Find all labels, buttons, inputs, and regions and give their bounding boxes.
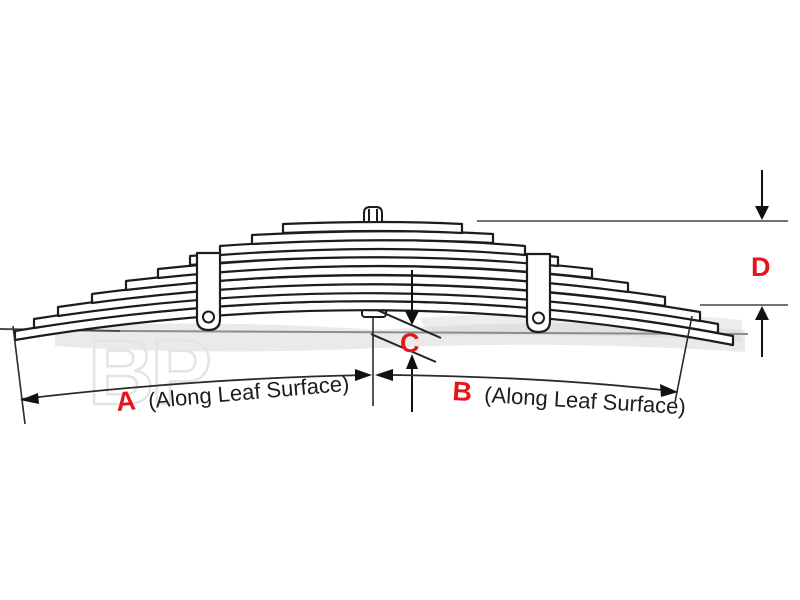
a-left-arrowhead (20, 393, 39, 404)
c-down-arrowhead (405, 311, 419, 325)
ground-line (119, 330, 749, 335)
b-letter: B (452, 376, 473, 407)
b-dimension-line (391, 374, 663, 391)
clip-rivet (532, 311, 545, 325)
shadow-blob (55, 323, 745, 352)
leaf-blade (281, 220, 464, 235)
d-up-arrowhead (755, 306, 769, 320)
a-right-arrowhead (355, 369, 372, 381)
a-dimension-line (21, 374, 371, 400)
c-up-arrowhead (406, 354, 418, 369)
c-lower-slant-line (370, 333, 437, 363)
b-left-arrowhead (375, 369, 393, 381)
watermark-logo: BP (88, 322, 209, 424)
rebound-clip-left (195, 251, 222, 332)
b-right-arrowhead (660, 384, 678, 397)
right-tip-extension-line (674, 315, 693, 403)
clip-rivet (202, 310, 215, 324)
dimension-b: B (Along Leaf Surface) (375, 369, 687, 419)
b-note: (Along Leaf Surface) (484, 382, 687, 419)
a-letter: A (115, 385, 137, 417)
d-down-arrowhead (755, 206, 769, 220)
dimension-c: C (370, 270, 442, 412)
dimension-label-c: C (400, 328, 420, 358)
rebound-clip-right (525, 252, 552, 334)
c-upper-slant-line (376, 309, 442, 339)
center-bolt-nut (363, 206, 383, 223)
dimension-label-d: D (751, 252, 771, 282)
dimension-d: D (477, 170, 788, 357)
left-tip-extension-line (12, 325, 26, 425)
